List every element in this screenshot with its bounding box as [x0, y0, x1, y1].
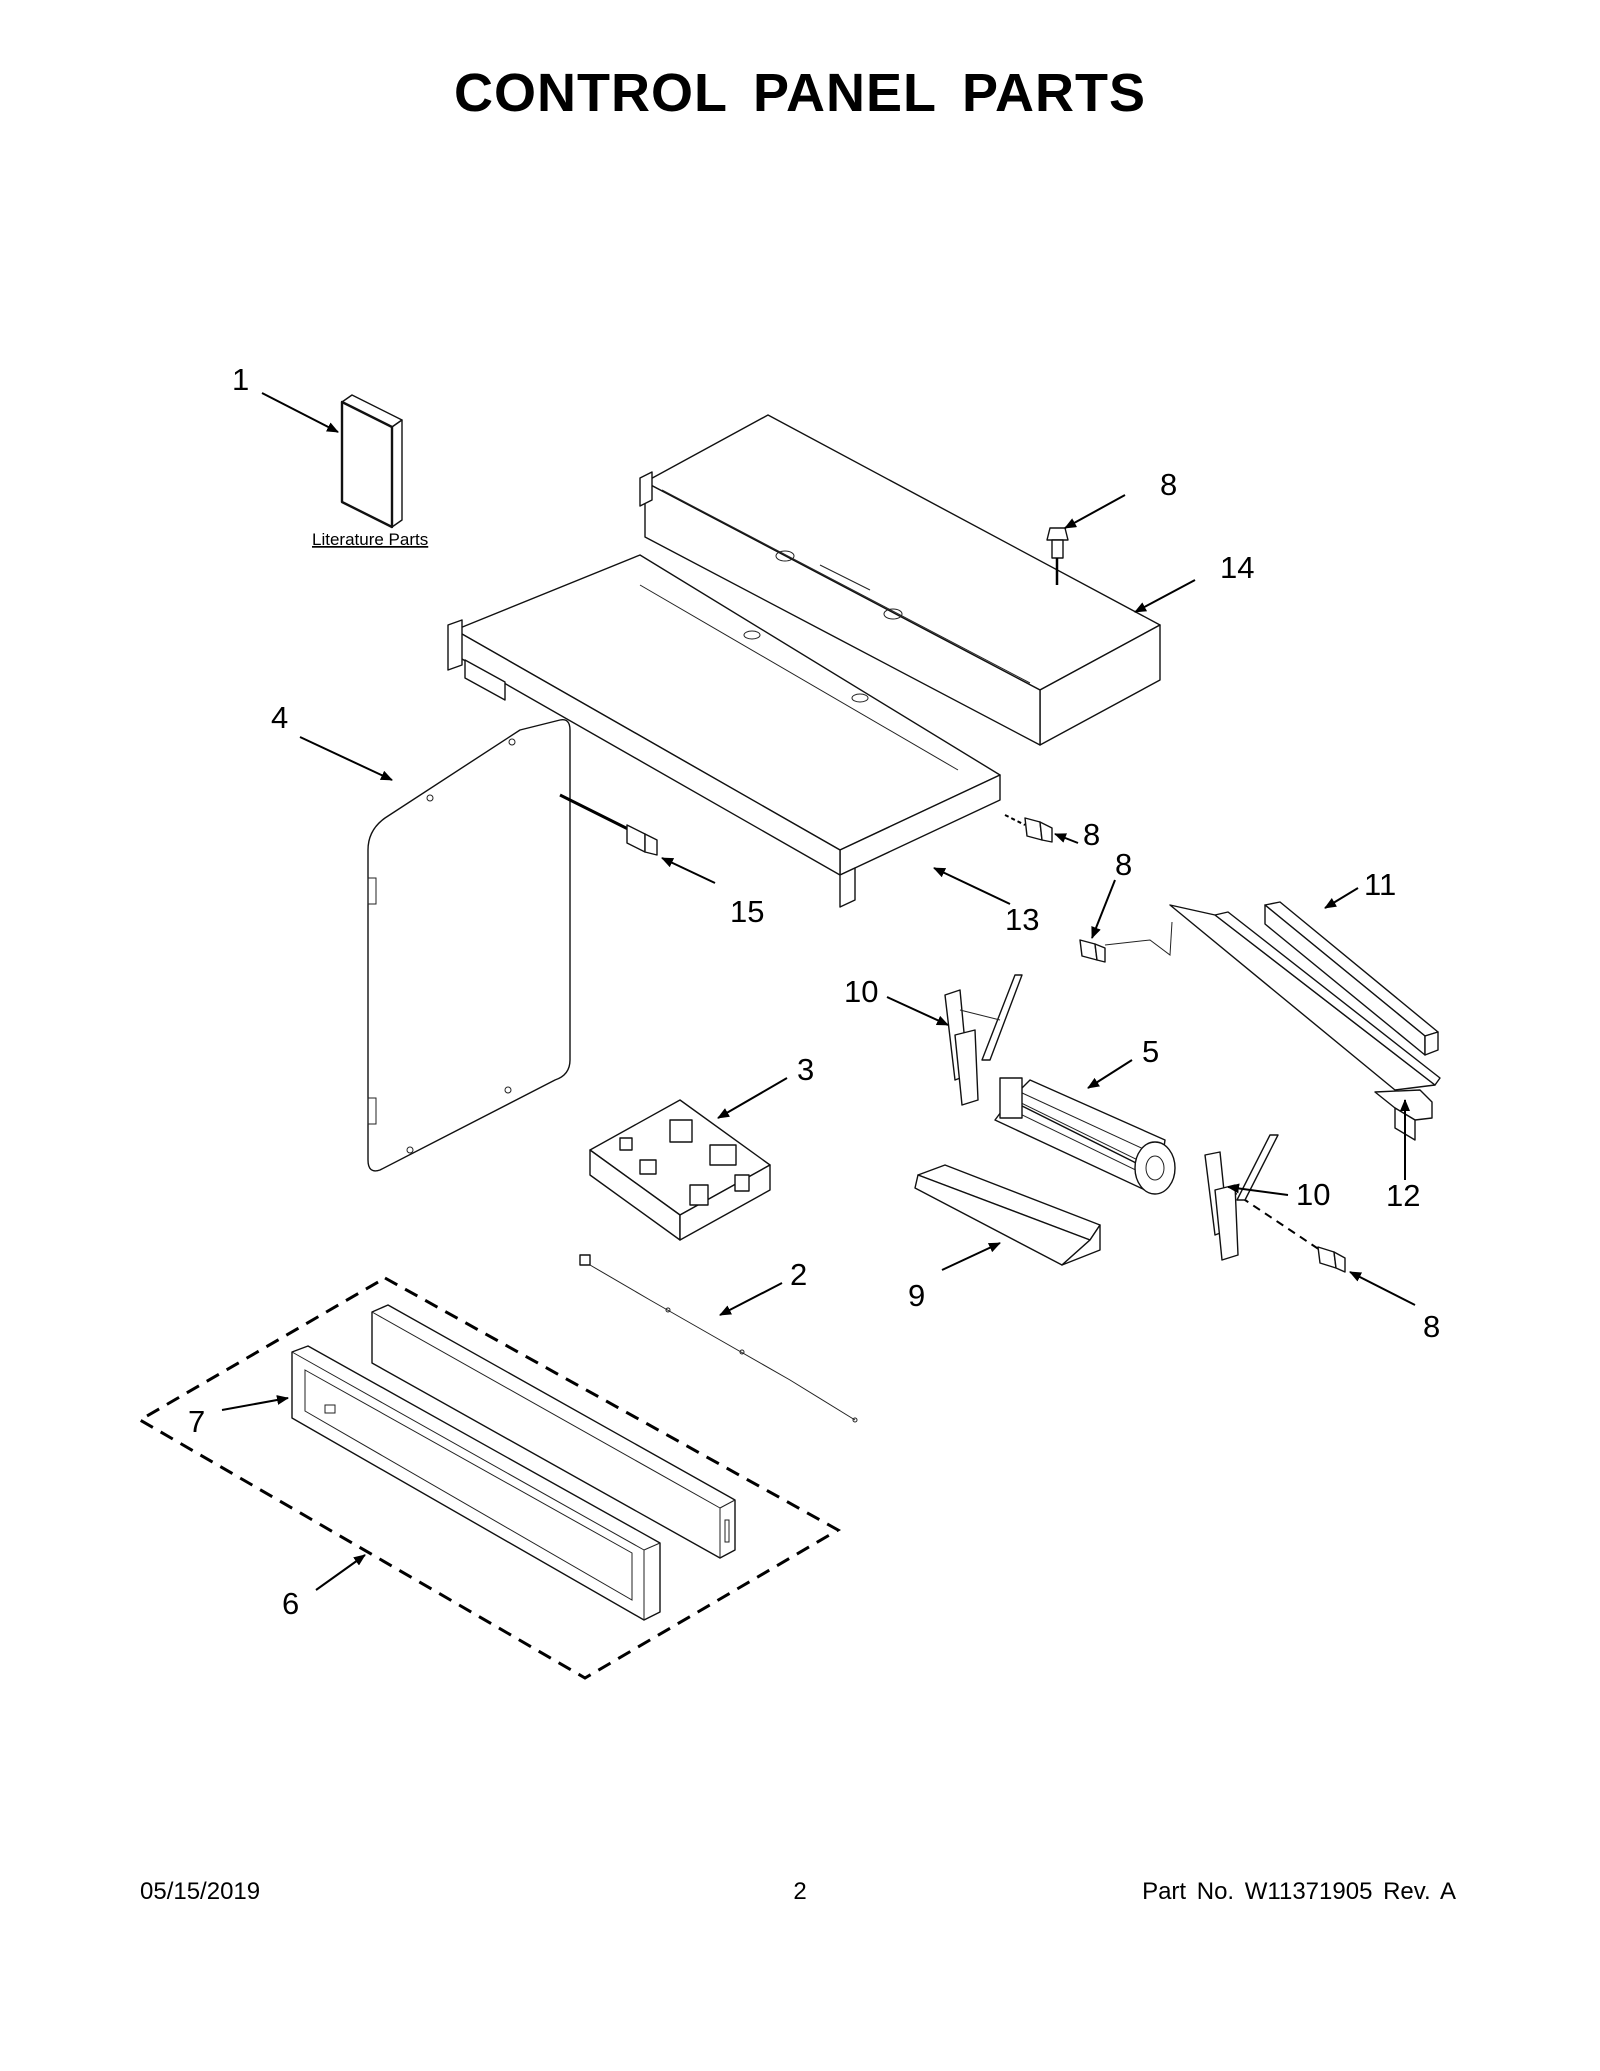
part-10-bracket-right — [1204, 1134, 1279, 1261]
part-8-screw-mid — [1004, 814, 1053, 843]
part-10-bracket-left — [944, 974, 1023, 1106]
callout-14: 14 — [1220, 550, 1254, 585]
callout-8-top: 8 — [1160, 467, 1177, 502]
callout-8-mid: 8 — [1115, 847, 1132, 882]
footer-date: 05/15/2019 — [140, 1878, 261, 1905]
callout-7: 7 — [188, 1404, 205, 1439]
callout-10-left: 10 — [844, 974, 878, 1009]
callout-1: 1 — [232, 362, 249, 397]
part-13-lower-panel — [447, 554, 1001, 908]
part-6-control-panel-assembly — [137, 1276, 842, 1680]
part-8-screw-left — [1079, 939, 1106, 963]
part-9-angle-plate — [914, 1164, 1101, 1266]
callout-4: 4 — [271, 700, 288, 735]
callout-8-left: 8 — [1083, 817, 1100, 852]
leader-arrows — [221, 392, 1416, 1591]
part-1-literature-booklet — [340, 394, 403, 529]
part-11-strip — [1264, 901, 1439, 1056]
callout-9: 9 — [908, 1278, 925, 1313]
callout-labels: 1 2 3 4 5 6 7 8 8 8 8 9 10 10 11 12 13 1… — [188, 362, 1440, 1621]
part-12-bracket — [1104, 904, 1441, 1141]
callout-2: 2 — [790, 1257, 807, 1292]
callout-6: 6 — [282, 1586, 299, 1621]
callout-13: 13 — [1005, 902, 1039, 937]
page-title: CONTROL PANEL PARTS — [453, 63, 1147, 123]
callout-15: 15 — [730, 894, 764, 929]
callout-3: 3 — [797, 1052, 814, 1087]
callout-10-right: 10 — [1296, 1177, 1330, 1212]
part-8-screw-top — [1046, 527, 1069, 585]
callout-12: 12 — [1386, 1178, 1420, 1213]
callout-11: 11 — [1364, 867, 1396, 902]
part-14-upper-panel — [639, 414, 1161, 746]
literature-parts-label: Literature Parts — [312, 530, 428, 549]
part-2-wire-harness — [579, 1254, 858, 1423]
part-5-blower — [994, 1077, 1176, 1195]
part-3-control-board — [589, 1099, 771, 1241]
footer-page-number: 2 — [793, 1878, 807, 1905]
part-7-control-panel-frame — [291, 1345, 661, 1621]
footer-part-number: Part No. W11371905 Rev. A — [1142, 1878, 1456, 1905]
callout-5: 5 — [1142, 1034, 1159, 1069]
part-4-side-panel — [367, 719, 571, 1172]
part-15-screw — [559, 793, 658, 856]
callout-8-right: 8 — [1423, 1309, 1440, 1344]
